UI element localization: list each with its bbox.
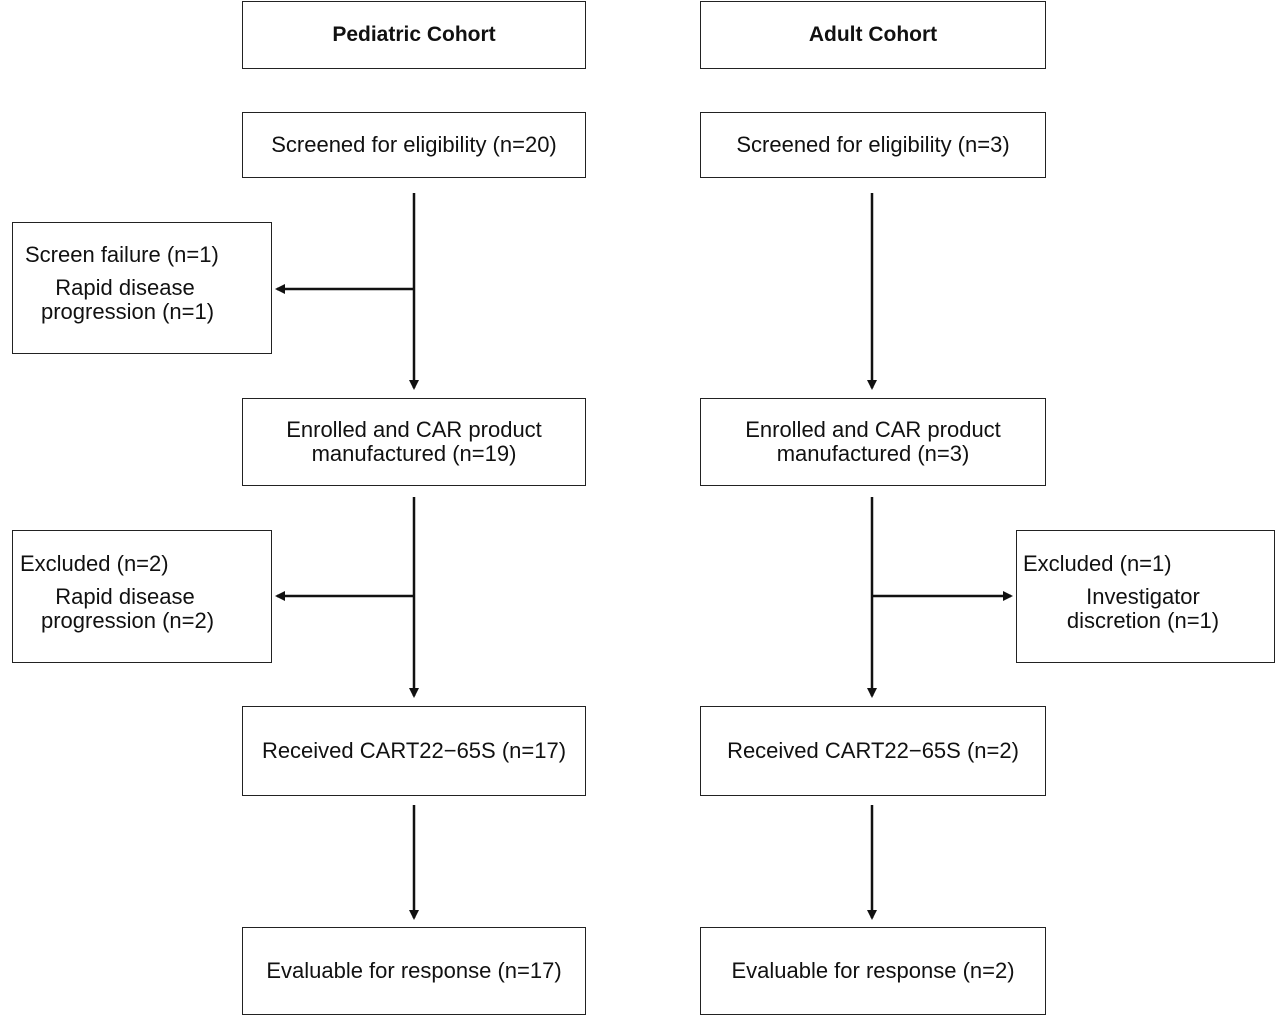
- adult-cohort-title: Adult Cohort: [808, 23, 938, 46]
- adult-excluded-box: Excluded (n=1) Investigator discretion (…: [1016, 530, 1275, 663]
- adult-enrolled-line-1: Enrolled and CAR product: [745, 417, 1001, 442]
- pediatric-excluded-title: Excluded (n=2): [20, 551, 169, 576]
- pediatric-evaluable-box: Evaluable for response (n=17): [242, 927, 586, 1015]
- adult-cohort-header: Adult Cohort: [700, 1, 1046, 69]
- pediatric-enrolled-box: Enrolled and CAR product manufactured (n…: [242, 398, 586, 486]
- adult-received-label: Received CART22−65S (n=2): [727, 738, 1019, 763]
- pediatric-excluded-box: Excluded (n=2) Rapid disease progression…: [12, 530, 272, 663]
- adult-screened-box: Screened for eligibility (n=3): [700, 112, 1046, 178]
- adult-screened-label: Screened for eligibility (n=3): [736, 132, 1010, 157]
- pediatric-enrolled-line-1: Enrolled and CAR product: [286, 417, 542, 442]
- pediatric-screen-failure-detail: Rapid disease progression (n=1): [41, 275, 215, 324]
- pediatric-cohort-header: Pediatric Cohort: [242, 1, 586, 69]
- adult-evaluable-label: Evaluable for response (n=2): [731, 958, 1015, 983]
- pediatric-screen-failure-title: Screen failure (n=1): [25, 242, 219, 267]
- pediatric-received-box: Received CART22−65S (n=17): [242, 706, 586, 796]
- adult-excluded-line-1: Investigator: [1086, 584, 1200, 609]
- adult-excluded-title: Excluded (n=1): [1023, 551, 1172, 576]
- pediatric-screened-box: Screened for eligibility (n=20): [242, 112, 586, 178]
- pediatric-screen-failure-box: Screen failure (n=1) Rapid disease progr…: [12, 222, 272, 354]
- adult-enrolled-line-2: manufactured (n=3): [776, 441, 970, 466]
- pediatric-excluded-detail: Rapid disease progression (n=2): [41, 584, 215, 633]
- pediatric-screen-failure-line-1: Rapid disease: [55, 275, 195, 300]
- pediatric-screen-failure-line-2: progression (n=1): [41, 299, 215, 324]
- pediatric-evaluable-label: Evaluable for response (n=17): [266, 958, 562, 983]
- pediatric-received-label: Received CART22−65S (n=17): [261, 738, 567, 763]
- adult-excluded-detail: Investigator discretion (n=1): [1053, 585, 1233, 633]
- pediatric-excluded-line-2: progression (n=2): [41, 608, 215, 633]
- adult-evaluable-box: Evaluable for response (n=2): [700, 927, 1046, 1015]
- pediatric-screened-label: Screened for eligibility (n=20): [271, 132, 557, 157]
- adult-excluded-line-2: discretion (n=1): [1066, 608, 1220, 633]
- pediatric-excluded-line-1: Rapid disease: [55, 584, 195, 609]
- pediatric-enrolled-line-2: manufactured (n=19): [311, 441, 517, 466]
- adult-enrolled-box: Enrolled and CAR product manufactured (n…: [700, 398, 1046, 486]
- pediatric-cohort-title: Pediatric Cohort: [332, 23, 496, 46]
- adult-received-box: Received CART22−65S (n=2): [700, 706, 1046, 796]
